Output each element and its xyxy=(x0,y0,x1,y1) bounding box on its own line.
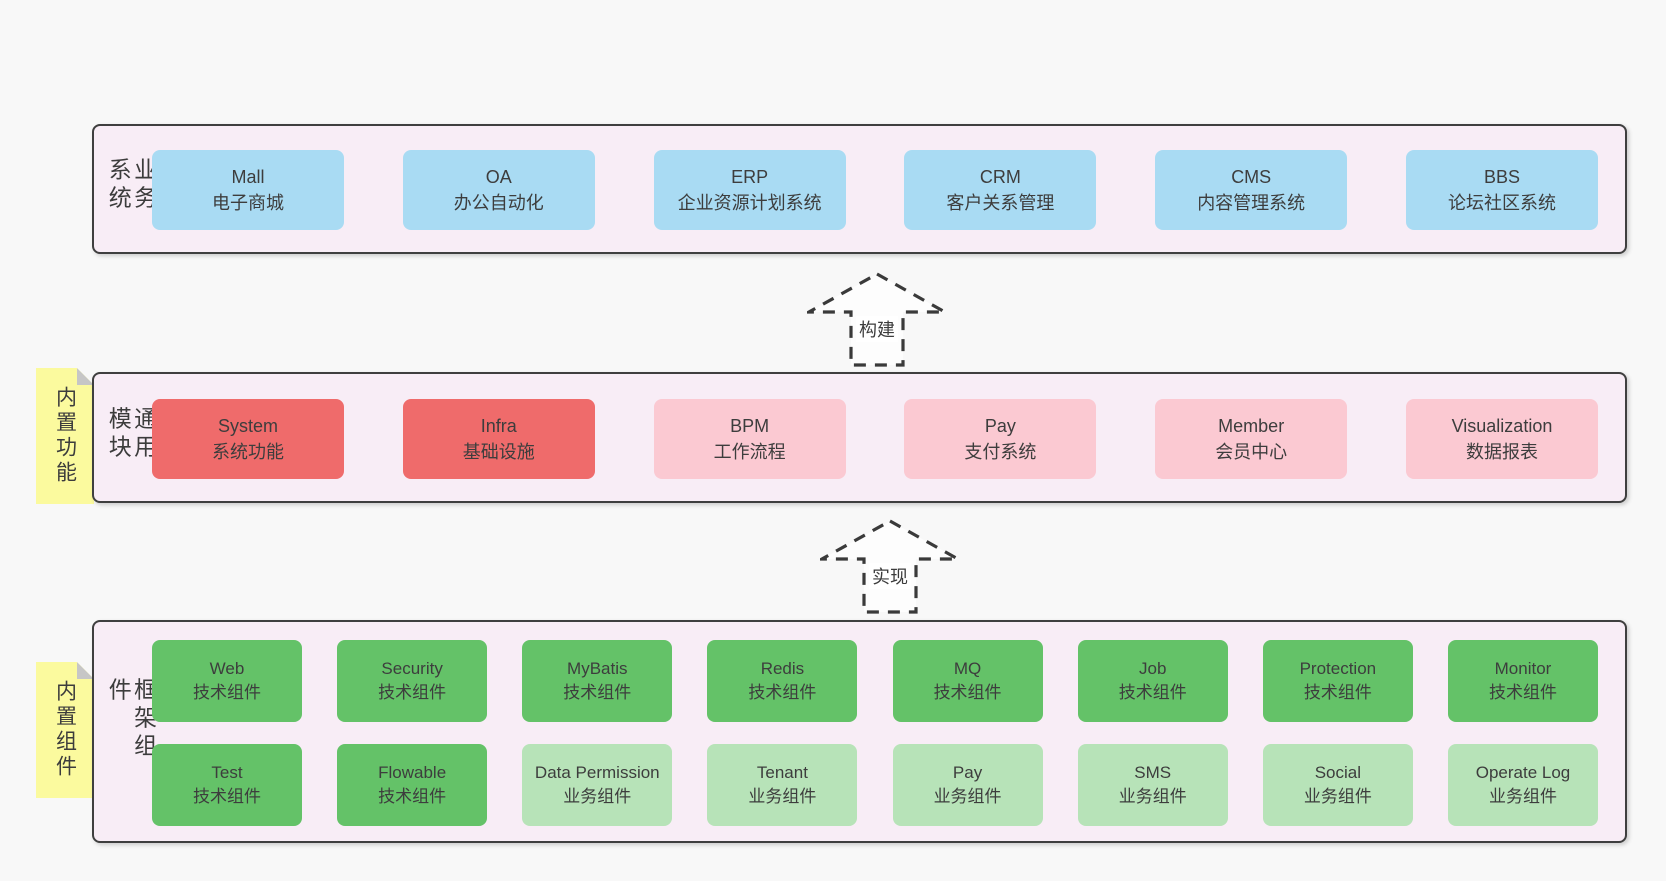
box-title: Web xyxy=(209,659,245,679)
box-title: Redis xyxy=(760,659,805,679)
box-subtitle: 技术组件 xyxy=(748,683,817,702)
box-visualization: Visualization 数据报表 xyxy=(1405,399,1598,479)
sticky-note-builtin-functions: 内置功能 xyxy=(36,368,94,504)
box-mall: Mall 电子商城 xyxy=(152,150,344,230)
box-subtitle: 会员中心 xyxy=(1215,442,1288,462)
box-subtitle: 系统功能 xyxy=(212,442,284,462)
layer-business-systems: 业务系统 Mall 电子商城 OA 办公自动化 ERP 企业资源计划系统 CRM… xyxy=(92,124,1627,254)
box-title: MQ xyxy=(953,659,982,679)
box-crm: CRM 客户关系管理 xyxy=(904,150,1097,230)
note-text: 内置功能 xyxy=(53,386,77,486)
box-title: OA xyxy=(485,166,512,187)
box-title: SMS xyxy=(1134,763,1172,783)
box-protection: Protection 技术组件 xyxy=(1262,640,1413,722)
layer-framework-components: 框架组件 Web 技术组件 Security 技术组件 MyBatis 技术组件… xyxy=(92,620,1627,843)
box-erp: ERP 企业资源计划系统 xyxy=(653,150,846,230)
box-title: BPM xyxy=(730,415,770,436)
box-subtitle: 支付系统 xyxy=(964,442,1037,462)
box-subtitle: 技术组件 xyxy=(378,683,447,702)
box-data-permission: Data Permission 业务组件 xyxy=(522,744,673,826)
box-title: Monitor xyxy=(1494,659,1552,679)
box-subtitle: 数据报表 xyxy=(1465,442,1538,462)
arrow-build-label: 构建 xyxy=(856,316,898,342)
box-title: Flowable xyxy=(378,763,447,783)
box-pay-system: Pay 支付系统 xyxy=(904,399,1097,479)
box-subtitle: 基础设施 xyxy=(462,442,535,462)
box-sms: SMS 业务组件 xyxy=(1077,744,1228,826)
box-title: Test xyxy=(211,763,243,783)
box-subtitle: 内容管理系统 xyxy=(1197,193,1306,213)
box-subtitle: 业务组件 xyxy=(563,787,632,806)
box-security: Security 技术组件 xyxy=(337,640,488,722)
box-title: BBS xyxy=(1483,166,1520,187)
box-title: Social xyxy=(1314,763,1361,783)
box-subtitle: 电子商城 xyxy=(212,193,284,213)
box-operate-log: Operate Log 业务组件 xyxy=(1447,744,1598,826)
box-job: Job 技术组件 xyxy=(1077,640,1228,722)
box-subtitle: 技术组件 xyxy=(193,683,261,702)
box-title: Visualization xyxy=(1451,415,1553,436)
box-subtitle: 技术组件 xyxy=(1488,683,1557,702)
box-system: System 系统功能 xyxy=(152,399,344,479)
box-subtitle: 论坛社区系统 xyxy=(1447,193,1556,213)
arrow-implement-label: 实现 xyxy=(869,563,911,589)
box-title: Mall xyxy=(231,166,265,187)
box-bpm: BPM 工作流程 xyxy=(653,399,846,479)
box-subtitle: 技术组件 xyxy=(1118,683,1187,702)
box-member: Member 会员中心 xyxy=(1155,399,1348,479)
box-subtitle: 业务组件 xyxy=(1303,787,1372,806)
note-text: 内置组件 xyxy=(53,680,77,780)
box-title: Job xyxy=(1138,659,1167,679)
box-test: Test 技术组件 xyxy=(152,744,302,826)
box-title: MyBatis xyxy=(567,659,628,679)
box-tenant: Tenant 业务组件 xyxy=(707,744,858,826)
arrow-build: 构建 xyxy=(807,272,947,367)
box-subtitle: 技术组件 xyxy=(563,683,632,702)
box-subtitle: 业务组件 xyxy=(748,787,817,806)
layer-label-business-systems: 业务系统 xyxy=(105,157,157,214)
box-subtitle: 企业资源计划系统 xyxy=(677,193,822,213)
layer-label-framework-components: 框架组件 xyxy=(105,676,157,761)
box-mq: MQ 技术组件 xyxy=(892,640,1043,722)
box-title: Tenant xyxy=(756,763,808,783)
box-title: CMS xyxy=(1231,166,1272,187)
box-cms: CMS 内容管理系统 xyxy=(1155,150,1348,230)
box-title: Protection xyxy=(1299,659,1377,679)
box-oa: OA 办公自动化 xyxy=(402,150,595,230)
layer-common-modules: 通用模块 System 系统功能 Infra 基础设施 BPM 工作流程 Pay… xyxy=(92,372,1627,503)
box-title: Infra xyxy=(480,415,517,436)
box-subtitle: 业务组件 xyxy=(1488,787,1557,806)
box-title: Member xyxy=(1218,415,1285,436)
box-social: Social 业务组件 xyxy=(1262,744,1413,826)
box-mybatis: MyBatis 技术组件 xyxy=(522,640,673,722)
box-web: Web 技术组件 xyxy=(152,640,302,722)
sticky-note-builtin-components: 内置组件 xyxy=(36,662,94,798)
box-bbs: BBS 论坛社区系统 xyxy=(1405,150,1598,230)
box-title: Security xyxy=(381,659,443,679)
box-subtitle: 工作流程 xyxy=(713,442,786,462)
box-title: Data Permission xyxy=(534,763,660,783)
box-subtitle: 技术组件 xyxy=(193,787,261,806)
box-pay-component: Pay 业务组件 xyxy=(892,744,1043,826)
box-subtitle: 办公自动化 xyxy=(453,193,544,213)
box-flowable: Flowable 技术组件 xyxy=(337,744,488,826)
box-infra: Infra 基础设施 xyxy=(402,399,595,479)
box-title: CRM xyxy=(979,166,1021,187)
box-title: ERP xyxy=(731,166,769,187)
box-subtitle: 技术组件 xyxy=(933,683,1002,702)
arrow-implement: 实现 xyxy=(820,519,960,614)
box-subtitle: 技术组件 xyxy=(1303,683,1372,702)
box-redis: Redis 技术组件 xyxy=(707,640,858,722)
box-title: Pay xyxy=(984,415,1016,436)
box-subtitle: 业务组件 xyxy=(933,787,1002,806)
box-title: Pay xyxy=(952,763,983,783)
layer-label-common-modules: 通用模块 xyxy=(105,405,157,462)
box-title: Operate Log xyxy=(1475,763,1571,783)
box-monitor: Monitor 技术组件 xyxy=(1447,640,1598,722)
box-subtitle: 客户关系管理 xyxy=(946,193,1055,213)
box-subtitle: 业务组件 xyxy=(1118,787,1187,806)
box-subtitle: 技术组件 xyxy=(378,787,447,806)
box-title: System xyxy=(217,415,278,436)
